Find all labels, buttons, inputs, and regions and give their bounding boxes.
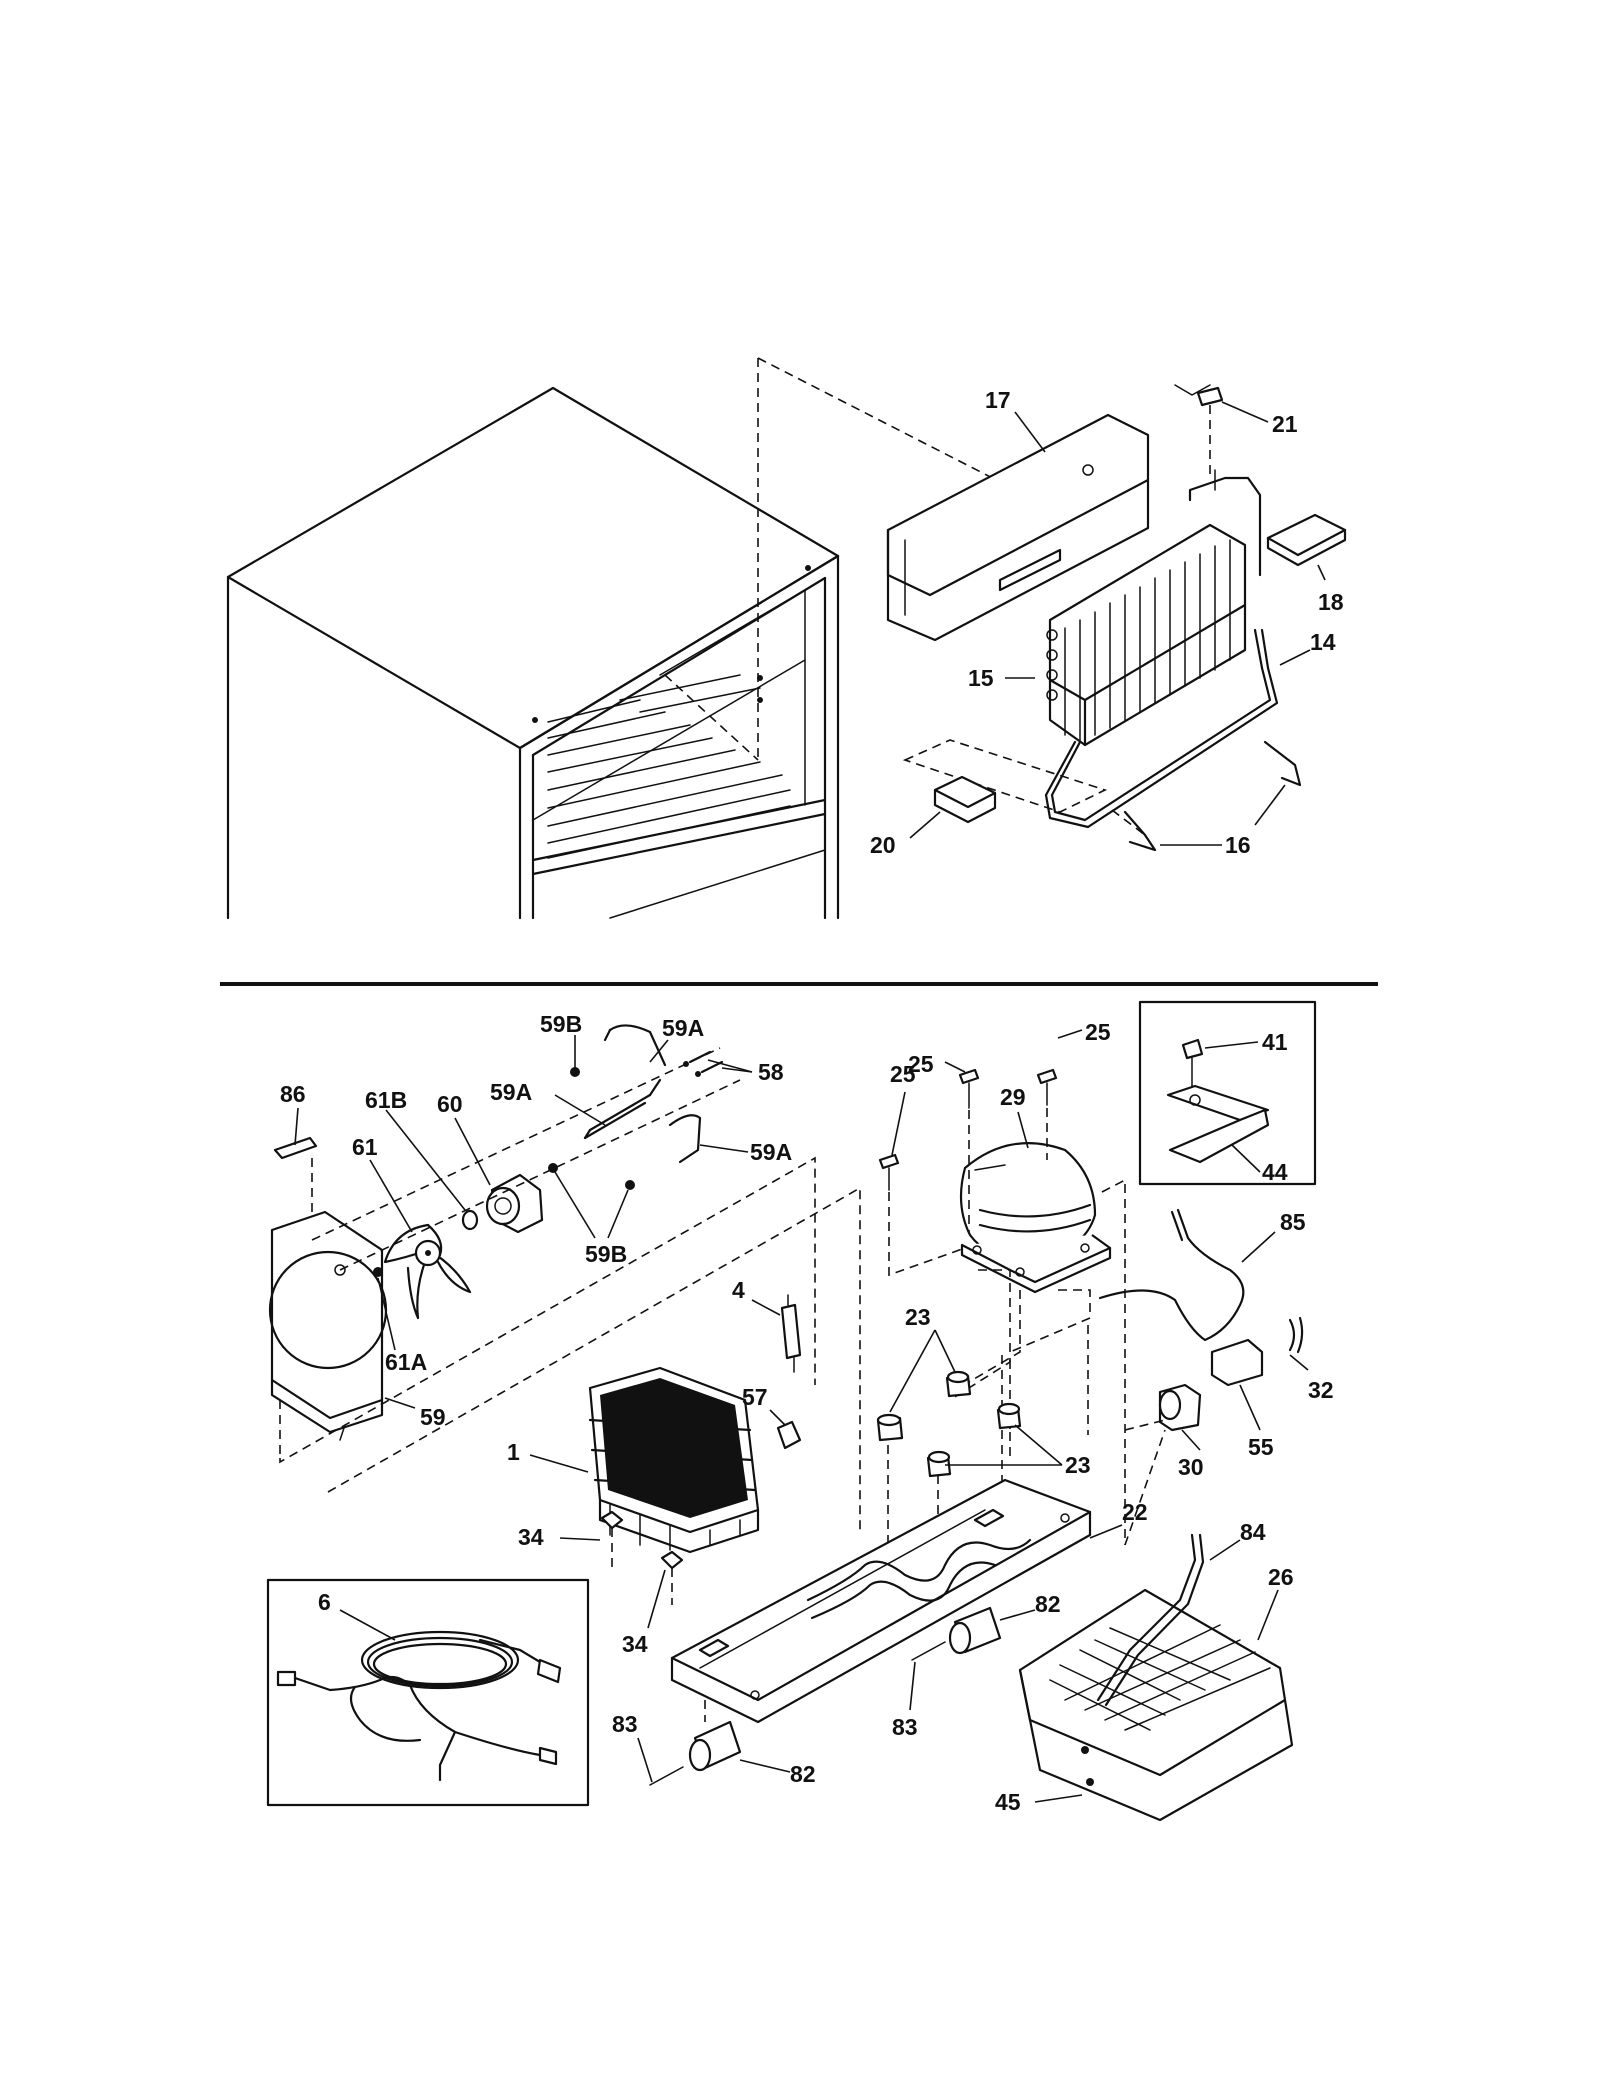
label-23-top: 23 [905, 1304, 931, 1330]
label-83-mid: 83 [892, 1714, 918, 1740]
fan-motor [485, 1173, 544, 1234]
condenser-coil [588, 1366, 760, 1554]
motor-brackets [583, 1024, 702, 1164]
label-59a-mid: 59A [490, 1079, 532, 1105]
evaporator-cover [886, 413, 1150, 642]
label-59b-bot: 59B [585, 1241, 627, 1267]
bracket-inset [1138, 1000, 1317, 1186]
drain-tube [1096, 1533, 1205, 1707]
compressor-screws [878, 1068, 1058, 1191]
label-59a-right: 59A [750, 1139, 792, 1165]
drain-pan [1018, 1588, 1294, 1822]
label-60: 60 [437, 1091, 463, 1117]
label-17: 17 [985, 387, 1011, 413]
label-14: 14 [1310, 629, 1336, 655]
bottom-section-labels: 59B 59A 58 86 61B 60 59A 59A 61 59B 61A … [280, 1011, 1334, 1815]
drain-bulb [1174, 384, 1224, 475]
label-18: 18 [1318, 589, 1344, 615]
label-25-left: 25 [908, 1051, 934, 1077]
label-82-mid: 82 [1035, 1591, 1061, 1617]
label-85: 85 [1280, 1209, 1306, 1235]
label-83-bot: 83 [612, 1711, 638, 1737]
label-34-top: 34 [518, 1524, 544, 1550]
label-44: 44 [1262, 1159, 1288, 1185]
wiring-harness-inset [266, 1578, 590, 1807]
compressor-grommets [876, 1370, 1022, 1478]
compressor [959, 1142, 1112, 1294]
motor-screws [683, 1050, 724, 1077]
fan-blade [383, 1223, 472, 1320]
label-61b: 61B [365, 1087, 407, 1113]
heater-clips [1111, 740, 1302, 852]
label-55: 55 [1248, 1434, 1274, 1460]
drain-pan-grid [1049, 1624, 1271, 1731]
condenser-grommets [600, 1510, 684, 1605]
label-59: 59 [420, 1404, 446, 1430]
condenser-clip [776, 1420, 802, 1450]
label-26: 26 [1268, 1564, 1294, 1590]
fan-assembly-guides [279, 1047, 861, 1530]
insulation-pad [902, 739, 1108, 824]
grommet-61a [373, 1267, 383, 1277]
compressor-base-plate [670, 1478, 1092, 1724]
rollers [688, 1606, 1002, 1772]
label-21: 21 [1272, 411, 1298, 437]
fan-washer [461, 1209, 479, 1231]
label-59a-top: 59A [662, 1015, 704, 1041]
relay-overload-parts [1124, 1316, 1304, 1546]
label-25-right: 25 [1085, 1019, 1111, 1045]
compressor-guides [887, 1108, 1126, 1600]
label-45: 45 [995, 1789, 1021, 1815]
label-61a: 61A [385, 1349, 427, 1375]
label-58: 58 [758, 1059, 784, 1085]
label-32: 32 [1308, 1377, 1334, 1403]
fan-bracket-clip [273, 1136, 318, 1160]
freezer-grille [547, 674, 791, 859]
label-41: 41 [1262, 1029, 1288, 1055]
label-20: 20 [870, 832, 896, 858]
discharge-tube [1098, 1208, 1245, 1342]
evaporator-pad [1266, 513, 1347, 567]
label-61: 61 [352, 1134, 378, 1160]
label-29: 29 [1000, 1084, 1026, 1110]
label-84: 84 [1240, 1519, 1266, 1545]
roller-screws [649, 1641, 946, 1786]
refrigerator-cabinet [226, 386, 840, 920]
label-15: 15 [968, 665, 994, 691]
evaporator-coil [1046, 469, 1262, 747]
defrost-heater [1044, 628, 1279, 829]
label-6: 6 [318, 1589, 331, 1615]
label-4: 4 [732, 1277, 745, 1303]
label-30: 30 [1178, 1454, 1204, 1480]
label-82-bot: 82 [790, 1761, 816, 1787]
label-1: 1 [507, 1439, 520, 1465]
grommet-59b-mid [548, 1163, 558, 1173]
label-34-bot: 34 [622, 1631, 648, 1657]
grommet-59b-top [570, 1067, 580, 1077]
top-section-labels: 17 21 18 14 15 16 20 [870, 387, 1344, 858]
label-59b-top: 59B [540, 1011, 582, 1037]
label-16: 16 [1225, 832, 1251, 858]
label-25-low: 25 [890, 1061, 916, 1087]
label-57: 57 [742, 1384, 768, 1410]
label-22: 22 [1122, 1499, 1148, 1525]
label-86: 86 [280, 1081, 306, 1107]
fan-shroud [268, 1210, 388, 1441]
grommet-59b-low [625, 1180, 635, 1190]
label-23-bot: 23 [1065, 1452, 1091, 1478]
filter-drier [780, 1294, 802, 1373]
